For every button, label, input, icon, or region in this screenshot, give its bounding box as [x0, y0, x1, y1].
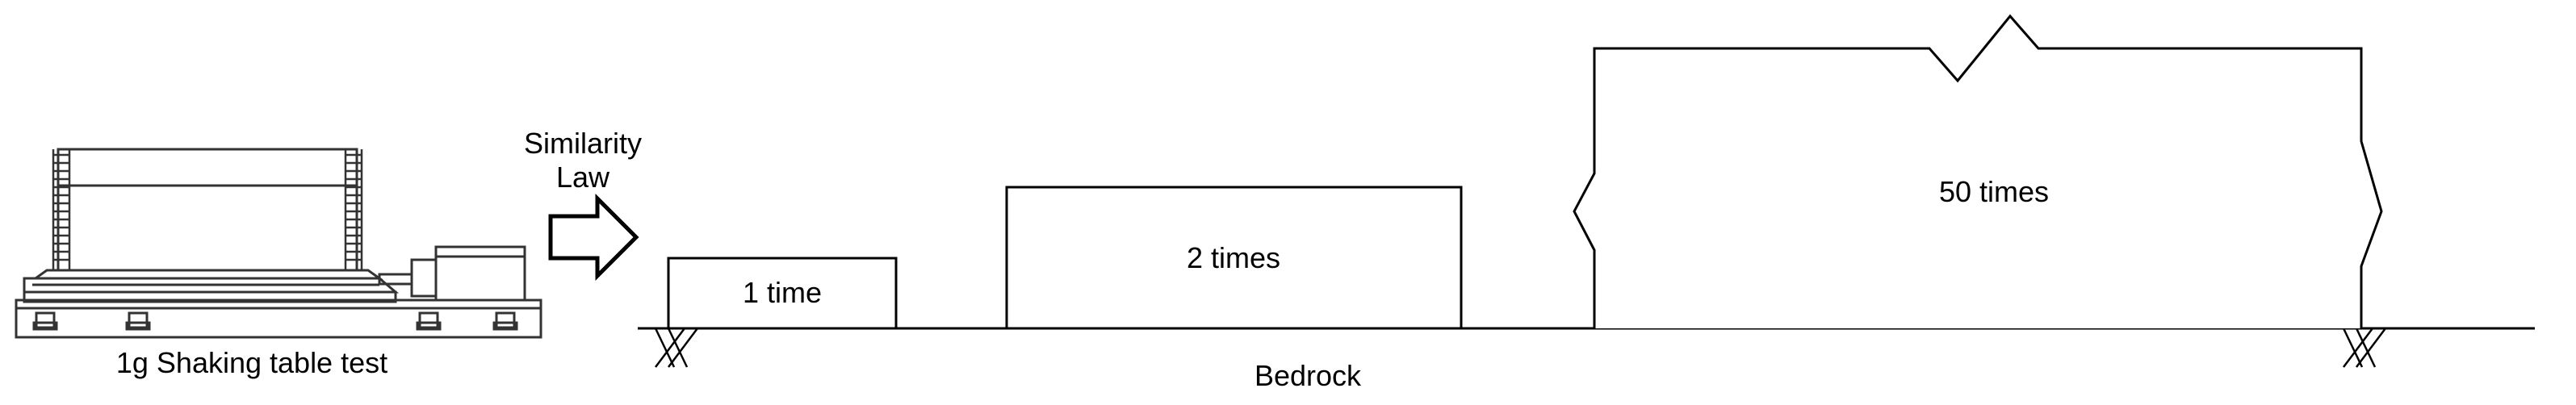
box-2-times — [1005, 186, 1463, 330]
law-label: Law — [556, 161, 610, 194]
box-2-times-label: 2 times — [1187, 241, 1280, 274]
right-arrow-icon — [548, 193, 639, 282]
shaking-table-caption: 1g Shaking table test — [116, 346, 387, 379]
anchor-bolts — [32, 311, 518, 331]
fixed-support-right — [2342, 328, 2386, 368]
shaking-table-apparatus — [15, 148, 542, 339]
soil-container — [57, 148, 358, 272]
bedrock-label: Bedrock — [1254, 359, 1362, 392]
box-50-times-label: 50 times — [1939, 175, 2049, 208]
box-50-times — [1573, 14, 2383, 328]
laminar-ribs-left — [52, 149, 71, 270]
box-1-time-label: 1 time — [743, 276, 822, 309]
shaking-table-base — [15, 299, 542, 339]
laminar-ribs-right — [344, 149, 363, 270]
actuator — [378, 245, 526, 302]
similarity-label: Similarity — [524, 127, 642, 160]
fixed-support-left — [654, 328, 698, 368]
box-1-time — [667, 257, 898, 330]
